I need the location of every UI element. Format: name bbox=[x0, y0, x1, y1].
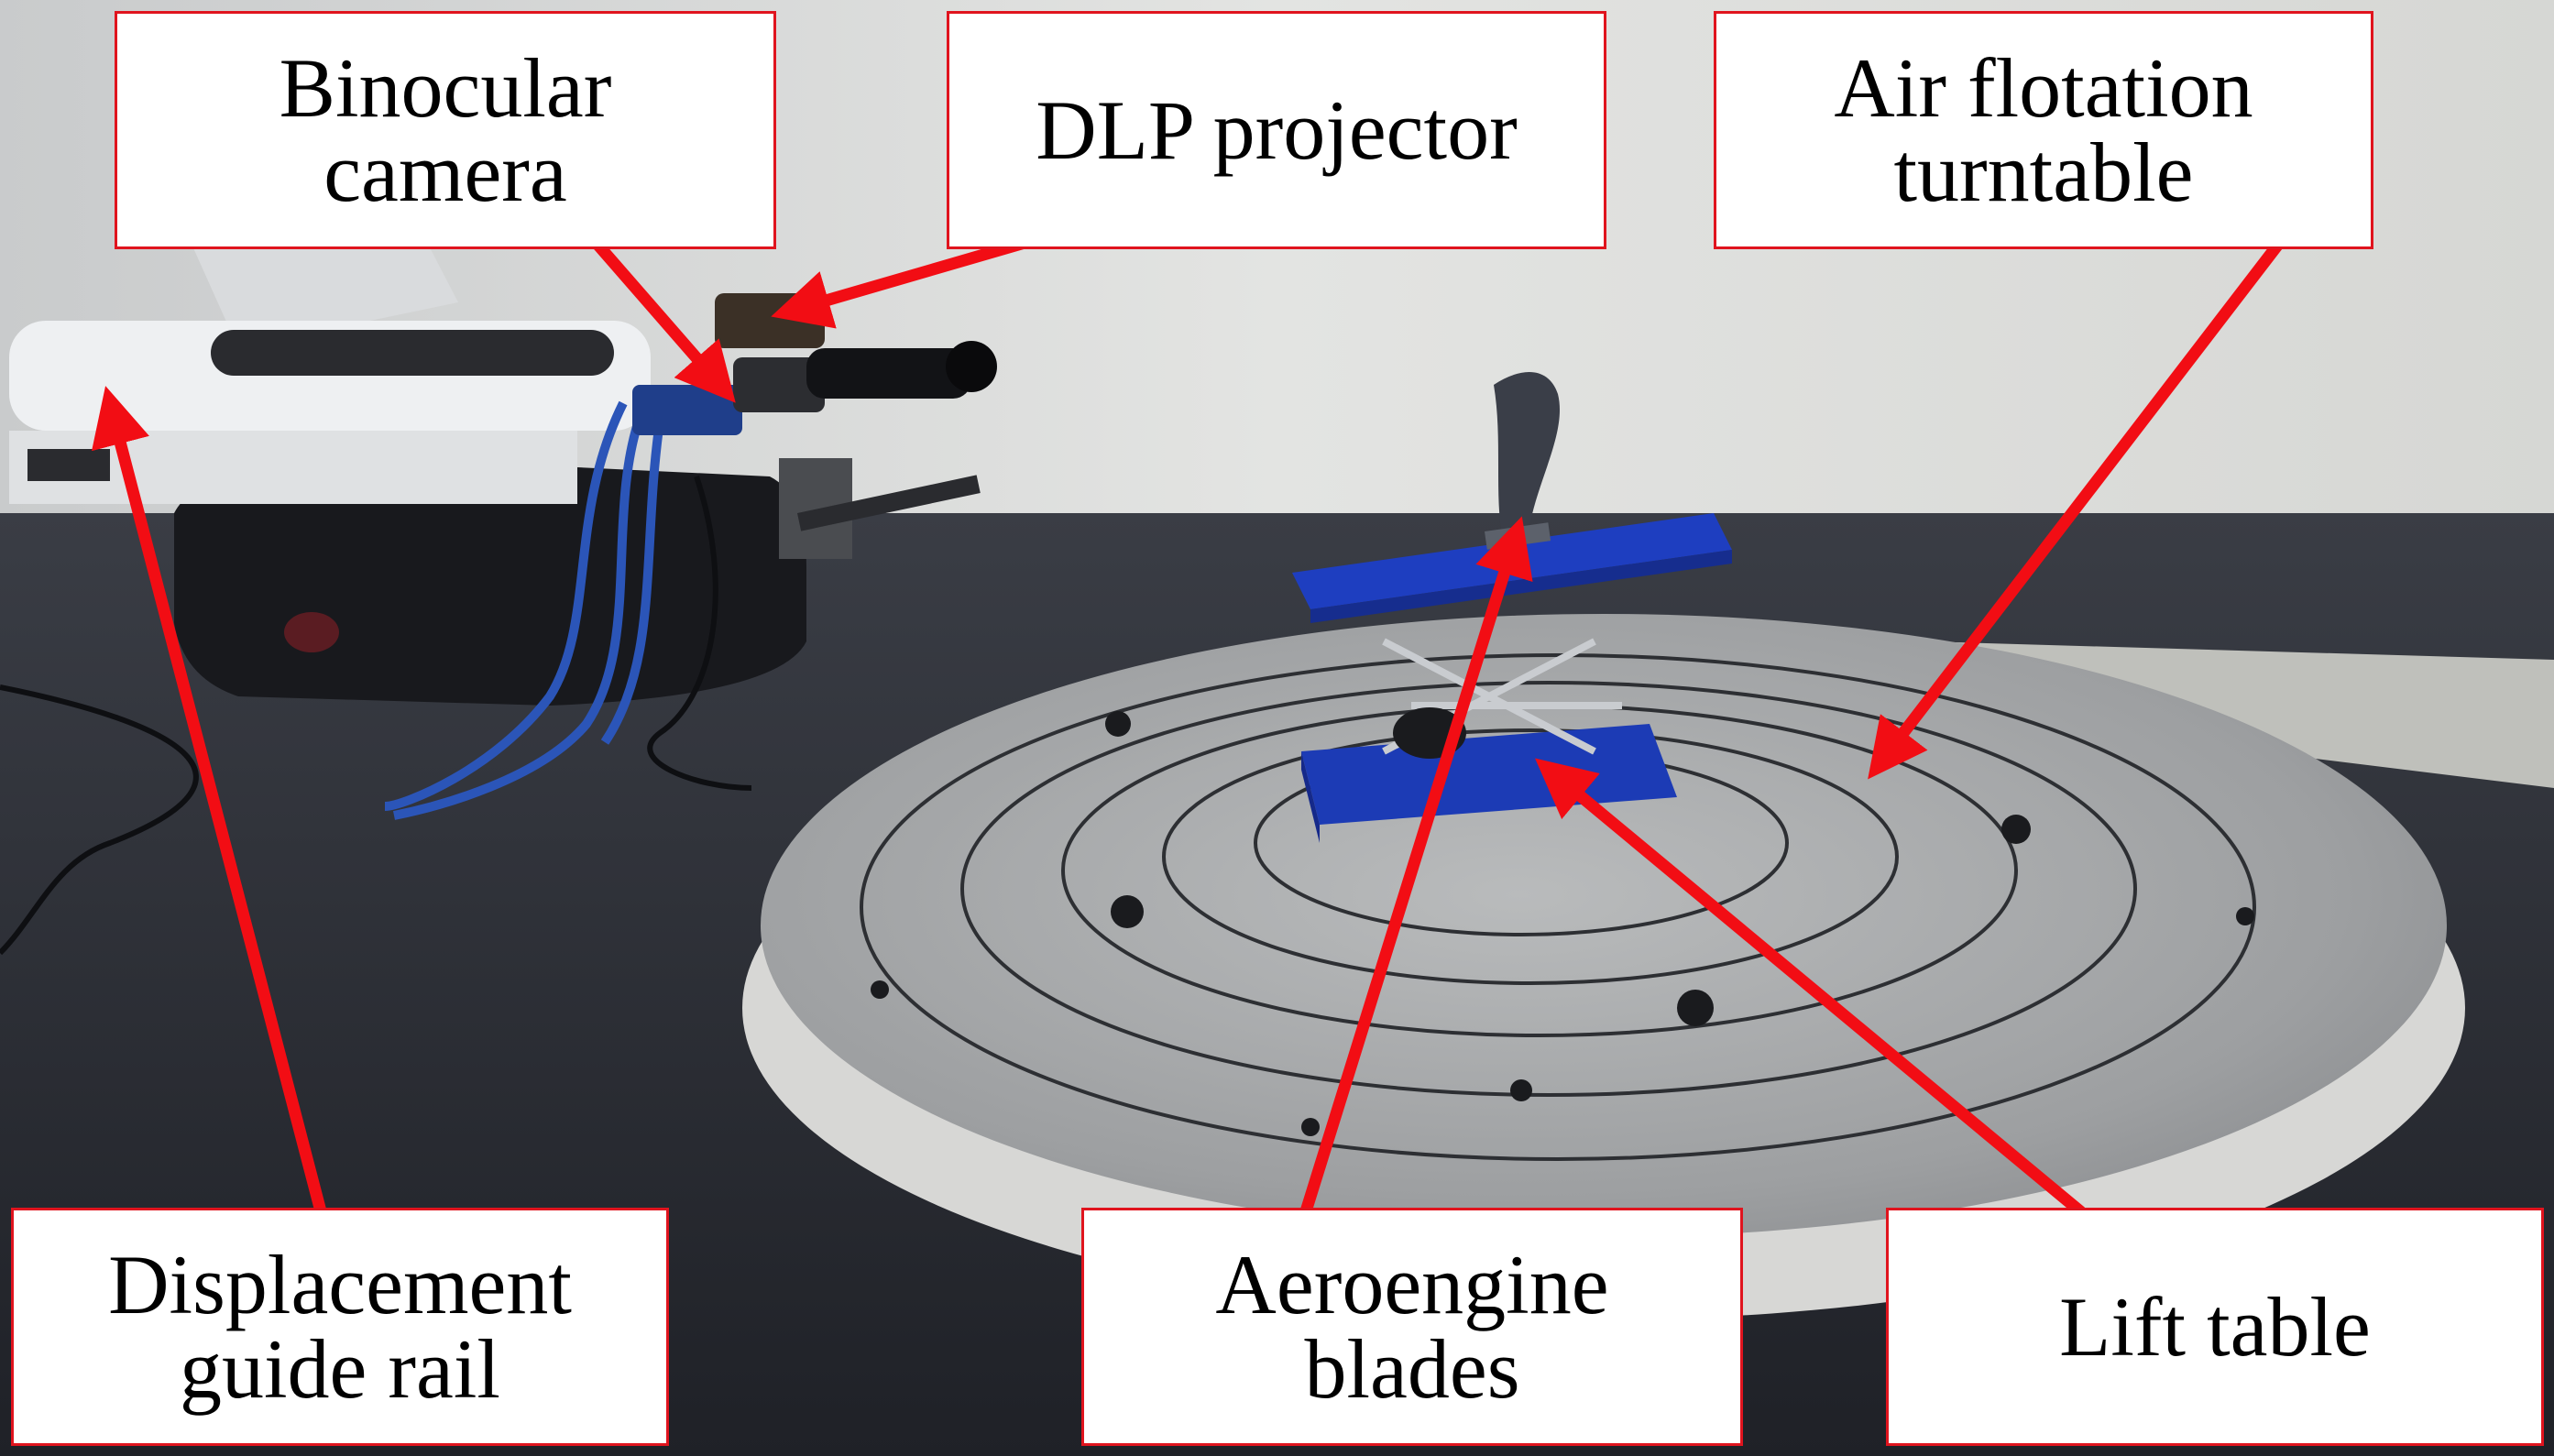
label-displacement-guide-rail-text: Displacement guide rail bbox=[108, 1238, 572, 1416]
label-dlp-projector: DLP projector bbox=[947, 11, 1606, 249]
label-binocular-camera: Binocular camera bbox=[115, 11, 776, 249]
blue-cables bbox=[384, 400, 664, 820]
label-lift-table: Lift table bbox=[1886, 1208, 2544, 1446]
label-aeroengine-blades-text: Aeroengine blades bbox=[1215, 1238, 1609, 1416]
arrow-lift-table bbox=[1535, 758, 2087, 1218]
label-binocular-camera-text: Binocular camera bbox=[279, 41, 612, 219]
red-arrows bbox=[92, 234, 2284, 1218]
label-air-flotation-turntable-text: Air flotation turntable bbox=[1834, 41, 2253, 219]
arrow-displacement-guide-rail bbox=[92, 386, 327, 1218]
label-displacement-guide-rail: Displacement guide rail bbox=[11, 1208, 669, 1446]
label-lift-table-text: Lift table bbox=[2059, 1280, 2371, 1374]
arrow-dlp-projector bbox=[771, 236, 1031, 329]
label-dlp-projector-text: DLP projector bbox=[1036, 83, 1518, 177]
air-flotation-turntable bbox=[742, 614, 2465, 1319]
arrow-air-flotation-turntable bbox=[1868, 239, 2284, 780]
label-air-flotation-turntable: Air flotation turntable bbox=[1714, 11, 2373, 249]
displacement-guide-rail-machine bbox=[9, 55, 806, 706]
arrow-aeroengine-blades bbox=[1299, 516, 1533, 1218]
arrow-binocular-camera bbox=[587, 234, 736, 403]
label-aeroengine-blades: Aeroengine blades bbox=[1081, 1208, 1743, 1446]
black-cables bbox=[0, 476, 752, 956]
